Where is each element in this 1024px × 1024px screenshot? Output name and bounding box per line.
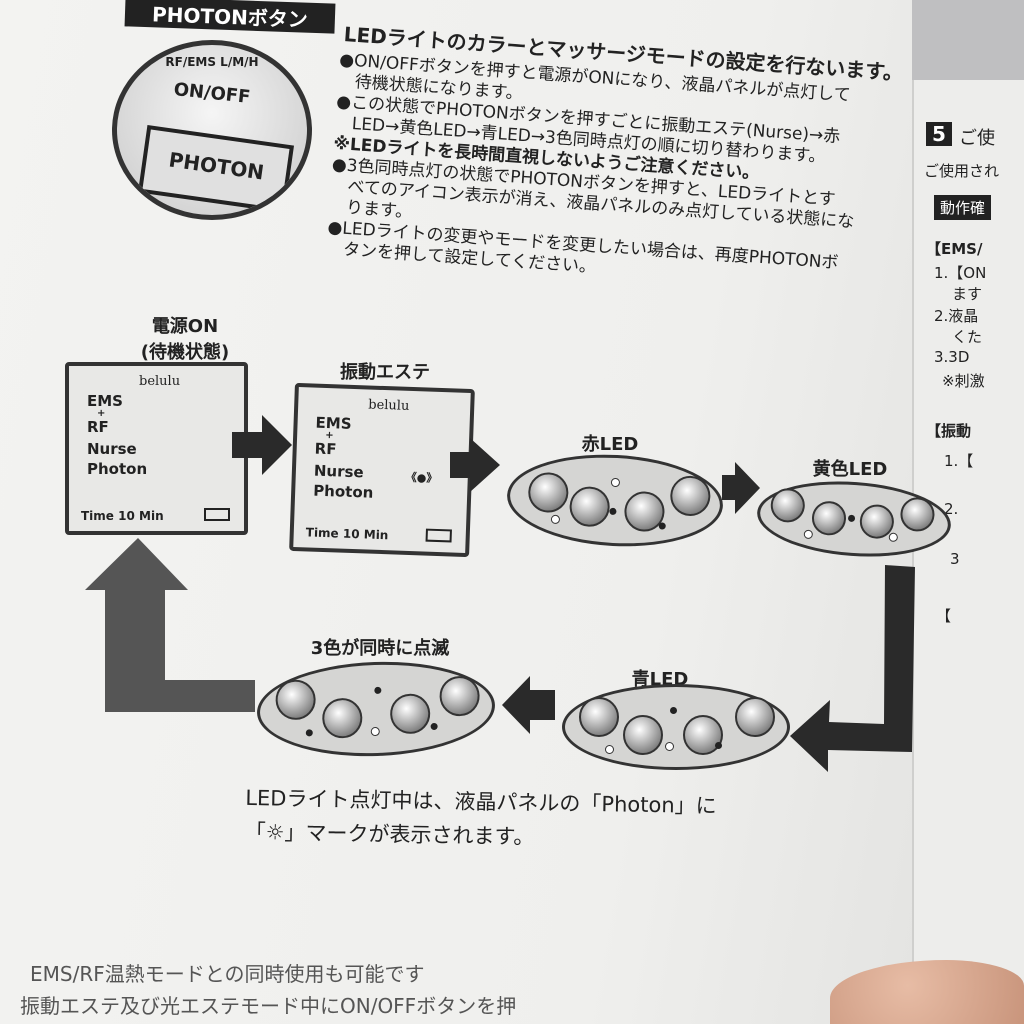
section-title: ご使 bbox=[959, 128, 995, 149]
sub-heading: 動作確 bbox=[934, 195, 992, 220]
time-value: 10 bbox=[118, 509, 135, 523]
item: 2.液晶 bbox=[934, 307, 979, 325]
power-on-label: 電源ON (待機状態) bbox=[110, 312, 260, 364]
led-head-blue bbox=[562, 684, 790, 770]
power-on-text: 電源ON bbox=[151, 316, 219, 337]
min-label: Min bbox=[139, 509, 164, 523]
yellow-led-label: 黄色LED bbox=[812, 459, 888, 480]
finger bbox=[830, 960, 1024, 1024]
item: ※刺激 bbox=[942, 372, 985, 390]
item: くた bbox=[952, 328, 983, 346]
item: 1.【 bbox=[944, 452, 974, 470]
item: 【 bbox=[936, 607, 952, 625]
arrow-left-icon bbox=[502, 676, 555, 734]
battery-icon bbox=[204, 508, 230, 521]
intro-text: ご使用され bbox=[924, 162, 1000, 180]
vib-heading: 【振動 bbox=[926, 422, 972, 440]
arrow-down-left-icon bbox=[790, 565, 915, 772]
bottom-text: EMS/RF温熱モードとの同時使用も可能です 振動エステ及び光エステモード中にO… bbox=[0, 958, 516, 1022]
photon-indicator: Photon bbox=[87, 460, 148, 478]
vibration-label: 振動エステ bbox=[340, 362, 430, 383]
section-number: 5 bbox=[926, 122, 952, 146]
photon-note: LEDライト点灯中は、液晶パネルの「Photon」に 「☼」マークが表示されます… bbox=[244, 781, 717, 857]
item: 2. bbox=[944, 500, 959, 518]
arrow-up-icon bbox=[85, 538, 255, 712]
arrow-right-icon bbox=[450, 438, 500, 492]
text-line: EMS/RF温熱モードとの同時使用も可能です bbox=[30, 962, 425, 986]
time-label: Time bbox=[81, 509, 114, 523]
item: 3.3D bbox=[934, 348, 970, 366]
text-line: 振動エステ及び光エステモード中にON/OFFボタンを押 bbox=[20, 994, 517, 1018]
item: 3 bbox=[950, 550, 960, 568]
nurse-indicator: Nurse bbox=[87, 440, 137, 458]
brand-logo: belulu bbox=[139, 374, 181, 389]
item: ます bbox=[952, 285, 983, 303]
timer-readout: Time 10 Min bbox=[81, 509, 164, 523]
red-led-label: 赤LED bbox=[581, 434, 639, 455]
three-color-label: 3色が同時に点滅 bbox=[310, 638, 450, 659]
right-page: 5 ご使 ご使用され 動作確 【EMS/ 1.【ON ます 2.液晶 くた 3.… bbox=[912, 80, 1024, 1024]
mode-label: RF/EMS L/M/H bbox=[165, 55, 259, 69]
item: 1.【ON bbox=[934, 264, 987, 282]
plus-sign: + bbox=[97, 408, 106, 419]
ems-heading: 【EMS/ bbox=[926, 240, 983, 258]
rf-indicator: RF bbox=[87, 418, 109, 436]
arrow-right-icon bbox=[232, 415, 292, 475]
button-illustration: RF/EMS L/M/H ON/OFF PHOTON bbox=[112, 40, 312, 220]
ems-indicator: EMS bbox=[87, 392, 123, 410]
standby-text: (待機状態) bbox=[140, 342, 230, 363]
arrow-right-icon bbox=[722, 462, 760, 514]
